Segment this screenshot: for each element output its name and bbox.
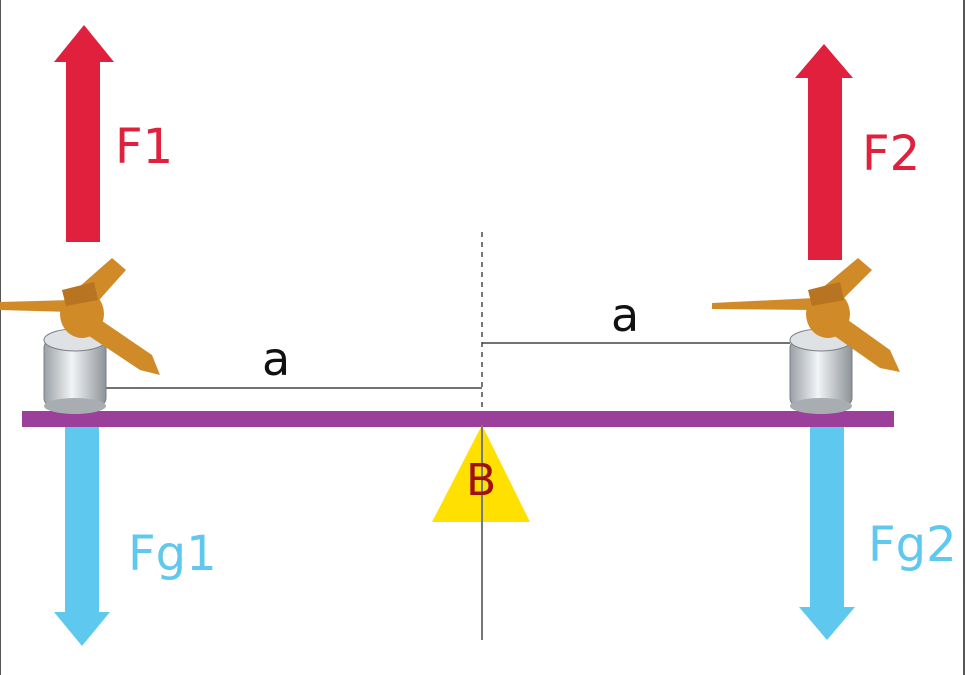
label-F1: F1 <box>115 119 173 175</box>
motor-propeller-icon <box>712 258 900 414</box>
label-F2: F2 <box>862 126 920 182</box>
motor-propeller-icon <box>0 258 160 414</box>
label-pivot: B <box>466 455 496 506</box>
label-distance-left: a <box>262 332 290 386</box>
gravity-arrow-left <box>54 405 110 646</box>
label-Fg2: Fg2 <box>868 517 957 573</box>
lift-arrow-left <box>54 25 114 242</box>
lever-beam <box>22 411 894 427</box>
gravity-arrow-right <box>799 405 855 640</box>
label-distance-right: a <box>611 288 639 342</box>
lift-arrow-right <box>795 44 853 260</box>
label-Fg1: Fg1 <box>128 526 217 582</box>
